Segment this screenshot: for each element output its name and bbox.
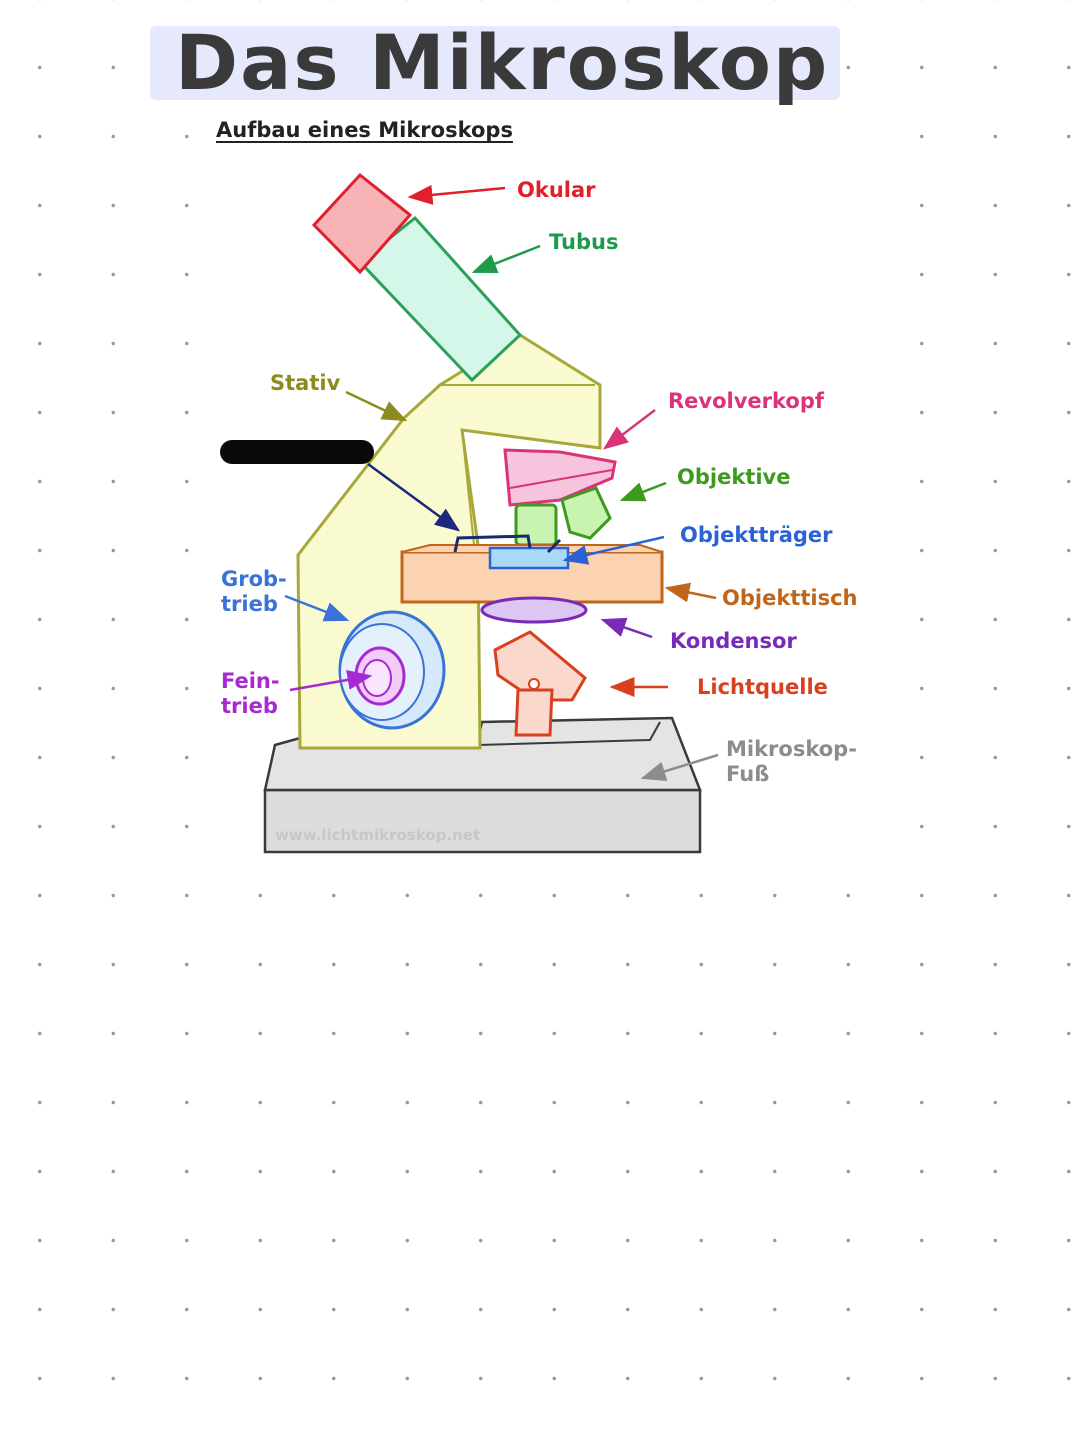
label-tubus: Tubus: [549, 230, 619, 254]
label-mikroskop-fuss: Mikroskop- Fuß: [726, 737, 857, 786]
microscope-foot: [263, 716, 702, 854]
title-highlight: [150, 26, 840, 100]
arrow-grobtrieb: [284, 594, 350, 622]
label-revolverkopf: Revolverkopf: [668, 389, 825, 413]
arrow-kondensor: [600, 617, 653, 639]
microscope-okular: [311, 172, 413, 275]
microscope-kondensor: [480, 596, 588, 624]
microscope-revolverkopf: [503, 448, 617, 507]
arrow-fuss: [640, 753, 719, 781]
label-objekttraeger: Objektträger: [680, 523, 833, 547]
arrow-stativ: [345, 390, 408, 422]
label-grobtrieb: Grob- trieb: [221, 567, 287, 616]
label-kondensor: Kondensor: [670, 629, 797, 653]
label-objekttisch: Objekttisch: [722, 586, 858, 610]
diagram-subtitle: Aufbau eines Mikroskops: [216, 118, 513, 142]
arrow-objekttisch: [664, 582, 717, 603]
arrow-revolverkopf: [603, 409, 656, 450]
label-okular: Okular: [517, 178, 596, 202]
arrow-objektive: [619, 481, 667, 502]
arrow-feintrieb: [289, 670, 373, 692]
label-feintrieb: Fein- trieb: [221, 669, 280, 718]
microscope-tubus: [357, 215, 523, 383]
arrow-objekttraeger: [562, 535, 665, 565]
microscope-lichtquelle: [493, 630, 587, 737]
redaction-bar: [220, 440, 374, 464]
label-objektive: Objektive: [677, 465, 791, 489]
label-stativ: Stativ: [270, 371, 341, 395]
label-lichtquelle: Lichtquelle: [697, 675, 828, 699]
arrow-tubus: [471, 244, 541, 274]
page-title: Das Mikroskop: [175, 18, 830, 107]
microscope-objekttraeger: [453, 534, 570, 570]
arrow-redacted: [367, 462, 461, 532]
watermark: www.lichtmikroskop.net: [275, 826, 481, 844]
arrow-okular: [407, 184, 506, 205]
